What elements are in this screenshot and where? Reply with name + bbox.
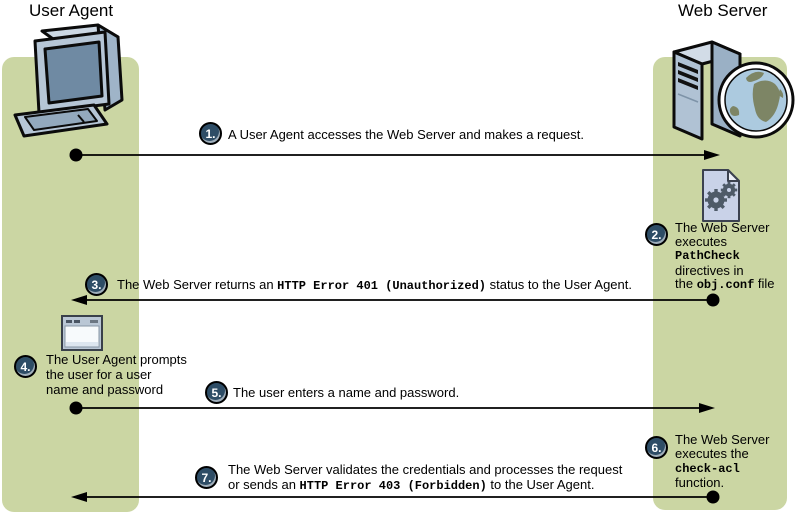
step-3-line: status to the User Agent. <box>486 277 632 292</box>
web-server-title: Web Server <box>678 1 768 20</box>
step-6-line-code: check-acl <box>675 462 740 476</box>
step-6-line: executes the <box>675 446 749 461</box>
step-5-number: 5. <box>205 381 228 404</box>
step-6-text: The Web Server executes the check-acl fu… <box>675 433 769 490</box>
step-3-line-code: HTTP Error 401 (Unauthorized) <box>277 279 487 293</box>
step-2-line-code: obj.conf <box>696 278 755 292</box>
step-6-line: function. <box>675 475 725 490</box>
step-4-line: the user for a user <box>46 367 152 382</box>
step-2-text: The Web Server executes PathCheck direct… <box>675 221 775 293</box>
step-4-line: The User Agent prompts <box>46 352 187 367</box>
step-6-line: The Web Server <box>675 432 770 447</box>
step-2-line: the <box>675 276 697 291</box>
document-gears-icon <box>699 168 743 224</box>
step-7-text: The Web Server validates the credentials… <box>228 462 622 494</box>
desktop-computer-icon <box>8 18 136 138</box>
step-1-line: A User Agent accesses the Web Server and… <box>228 127 585 142</box>
arrow-step-3 <box>71 293 720 307</box>
step-5-line: The user enters a name and password. <box>233 385 460 400</box>
step-7-line: The Web Server validates the credentials… <box>228 462 623 477</box>
step-5-text: The user enters a name and password. <box>233 385 459 400</box>
step-2-line: directives in <box>675 262 744 278</box>
step-1-number: 1. <box>199 122 222 145</box>
step-7-line: or sends an <box>228 477 300 492</box>
user-agent-title: User Agent <box>29 1 114 20</box>
step-3-line: The Web Server returns an <box>117 277 278 292</box>
step-4-number: 4. <box>14 355 37 378</box>
step-2-line: file <box>754 276 775 291</box>
step-6-number: 6. <box>645 436 668 459</box>
step-4-text: The User Agent prompts the user for a us… <box>46 352 187 397</box>
step-7-line: to the User Agent. <box>486 477 595 492</box>
step-7-number: 7. <box>195 466 218 489</box>
step-4-line: name and password <box>46 382 164 397</box>
step-2-line: executes <box>675 233 728 249</box>
step-3-text: The Web Server returns an HTTP Error 401… <box>117 277 632 294</box>
arrow-step-1 <box>69 148 720 162</box>
browser-window-icon <box>61 315 103 351</box>
step-2-number: 2. <box>645 223 668 246</box>
server-globe-icon <box>656 26 796 142</box>
step-3-number: 3. <box>85 273 108 296</box>
step-1-text: A User Agent accesses the Web Server and… <box>228 127 584 142</box>
step-7-line-code: HTTP Error 403 (Forbidden) <box>299 479 487 493</box>
step-2-line-code: PathCheck <box>675 249 740 263</box>
step-2-line: The Web Server <box>675 220 770 235</box>
arrow-step-5 <box>69 401 715 415</box>
